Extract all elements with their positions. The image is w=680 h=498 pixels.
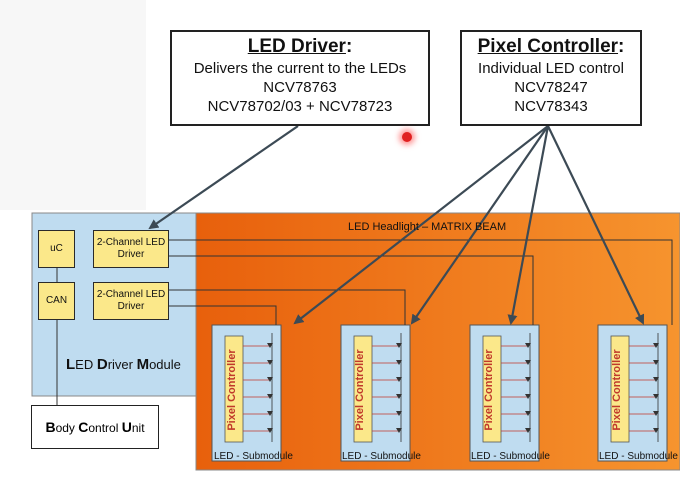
pixel-controller-title: Pixel Controller: xyxy=(477,36,625,57)
pixel-controller-chip-label-4: Pixel Controller xyxy=(611,349,623,431)
led-diode-icon xyxy=(525,343,531,348)
body-control-unit: Body Control Unit xyxy=(31,405,159,449)
pointer-arrow xyxy=(293,125,549,325)
led-diode-icon xyxy=(525,360,531,365)
pixel-controller-callout: Pixel Controller: Individual LED control… xyxy=(460,30,642,126)
led-diode-icon xyxy=(396,428,402,433)
supply-wire xyxy=(169,289,406,325)
led-diode-icon xyxy=(396,343,402,348)
body-control-unit-label: Body Control Unit xyxy=(45,419,145,435)
led-diode-icon xyxy=(267,377,273,382)
led-submodule-3 xyxy=(469,324,540,462)
pixel-controller-chip-label-3: Pixel Controller xyxy=(483,349,495,431)
led-driver-box-1: 2-Channel LED Driver xyxy=(93,230,169,268)
submodule-label-1: LED - Submodule xyxy=(214,451,293,462)
led-driver-desc: Delivers the current to the LEDs xyxy=(193,60,407,77)
driver-module-label: LED Driver Module xyxy=(66,356,181,373)
led-submodule-4 xyxy=(597,324,668,462)
pointer-arrow xyxy=(148,125,299,230)
led-submodule-2 xyxy=(340,324,411,462)
background-strip xyxy=(0,0,146,210)
pointer-arrow xyxy=(410,125,549,325)
led-diode-icon xyxy=(525,411,531,416)
supply-wire xyxy=(169,305,277,325)
pointer-arrow xyxy=(547,125,645,325)
led-diode-icon xyxy=(267,411,273,416)
supply-wire xyxy=(169,255,534,325)
pointer-arrow xyxy=(507,125,550,325)
led-diode-icon xyxy=(653,428,659,433)
led-submodule-1 xyxy=(211,324,282,462)
led-diode-icon xyxy=(396,411,402,416)
led-diode-icon xyxy=(653,377,659,382)
pixel-controller-part-1: NCV78247 xyxy=(514,79,588,96)
pixel-controller-chip-4 xyxy=(610,335,630,443)
led-diode-icon xyxy=(525,394,531,399)
supply-wire xyxy=(169,239,673,325)
led-diode-icon xyxy=(267,360,273,365)
led-diode-icon xyxy=(396,394,402,399)
submodule-label-3: LED - Submodule xyxy=(471,451,550,462)
led-diode-icon xyxy=(653,343,659,348)
led-diode-icon xyxy=(653,411,659,416)
submodule-label-2: LED - Submodule xyxy=(342,451,421,462)
laser-pointer-dot xyxy=(402,132,412,142)
pixel-controller-part-2: NCV78343 xyxy=(514,98,588,115)
led-diode-icon xyxy=(653,394,659,399)
pixel-controller-chip-2 xyxy=(353,335,373,443)
led-driver-part-2: NCV78702/03 + NCV78723 xyxy=(207,98,393,115)
uc-box: uC xyxy=(38,230,75,268)
pixel-controller-chip-3 xyxy=(482,335,502,443)
submodule-label-4: LED - Submodule xyxy=(599,451,678,462)
pixel-controller-chip-1 xyxy=(224,335,244,443)
led-diode-icon xyxy=(267,343,273,348)
pixel-controller-desc: Individual LED control xyxy=(478,60,624,77)
led-driver-box-2: 2-Channel LED Driver xyxy=(93,282,169,320)
led-driver-callout: LED Driver: Delivers the current to the … xyxy=(170,30,430,126)
led-diode-icon xyxy=(396,377,402,382)
pixel-controller-chip-label-1: Pixel Controller xyxy=(226,349,238,431)
led-diode-icon xyxy=(525,377,531,382)
led-diode-icon xyxy=(267,394,273,399)
led-driver-title: LED Driver: xyxy=(247,36,353,57)
led-diode-icon xyxy=(396,360,402,365)
led-driver-part-1: NCV78763 xyxy=(263,79,337,96)
pixel-controller-chip-label-2: Pixel Controller xyxy=(354,349,366,431)
headlight-label: LED Headlight – MATRIX BEAM xyxy=(348,221,507,233)
led-diode-icon xyxy=(267,428,273,433)
can-box: CAN xyxy=(38,282,75,320)
led-diode-icon xyxy=(525,428,531,433)
led-diode-icon xyxy=(653,360,659,365)
